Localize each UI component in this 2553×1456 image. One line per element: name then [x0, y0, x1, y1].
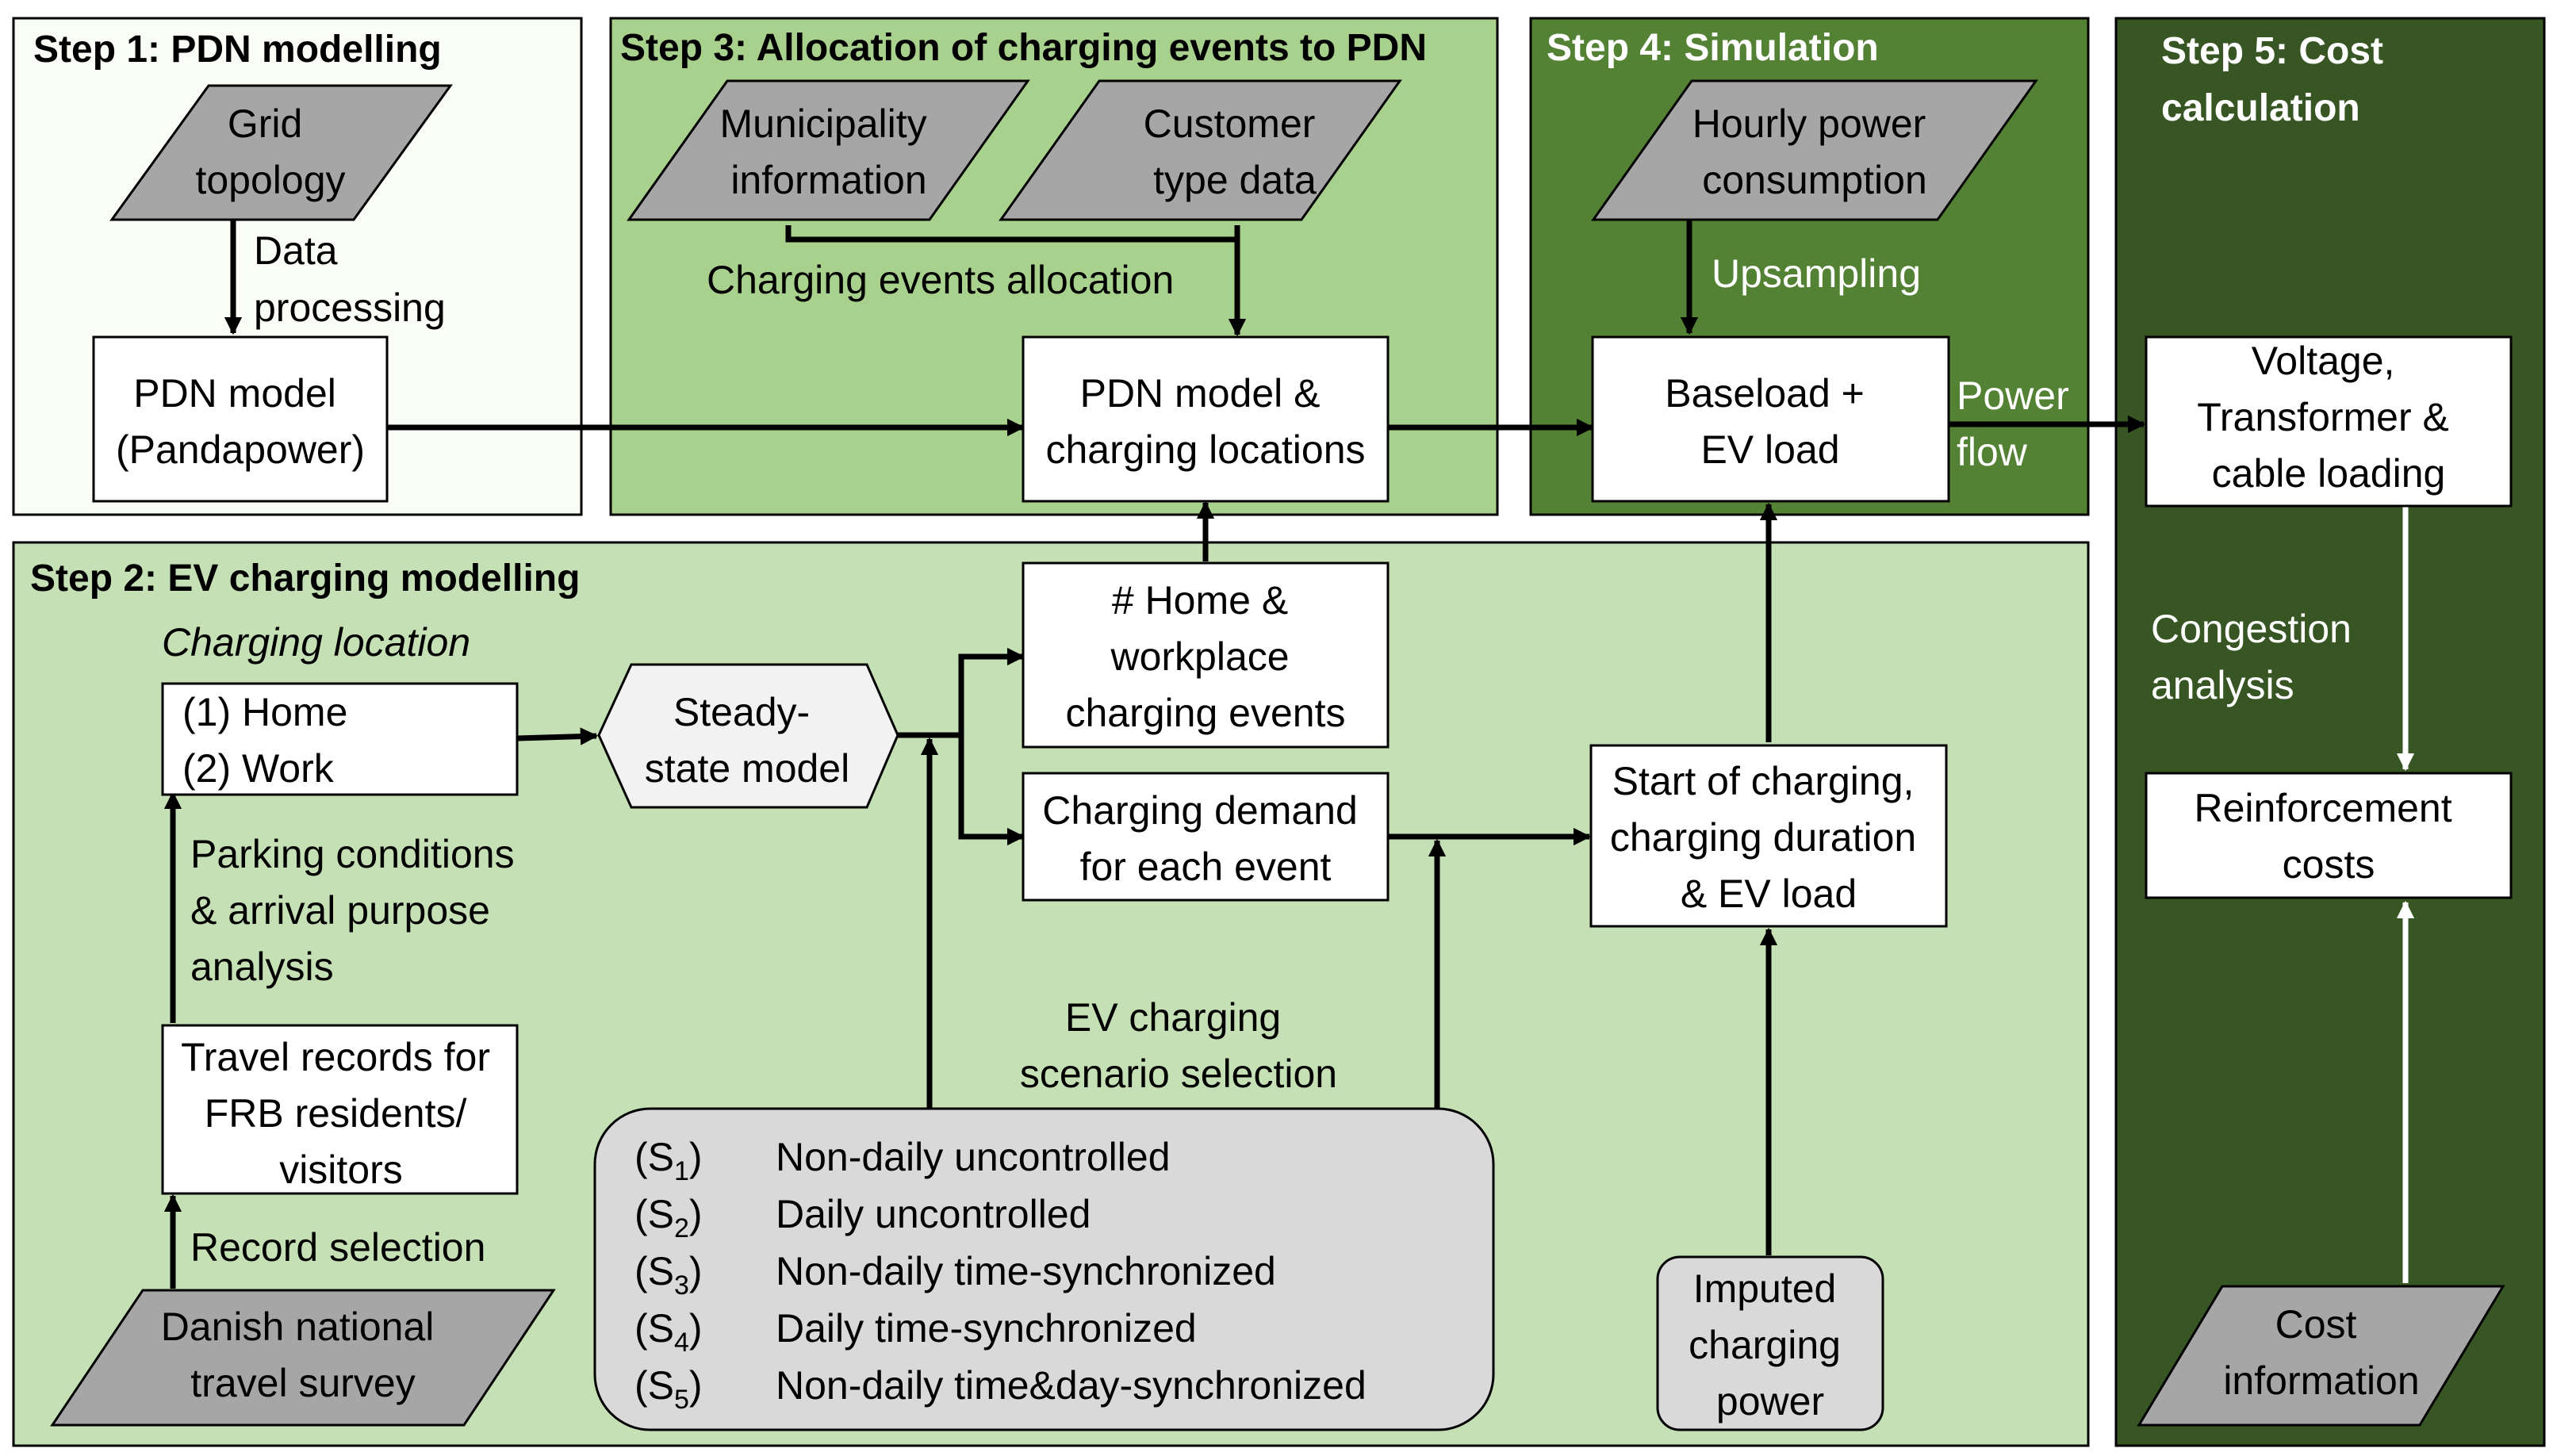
- scenario-list: (S1) Non-daily uncontrolled (S2) Daily unco…: [634, 1135, 1367, 1415]
- ev-scenario-selection-label: EV charging scenario selection: [1020, 995, 1337, 1096]
- step5-title-line2: calculation: [2161, 87, 2360, 129]
- municipality-info-input: [627, 79, 1030, 221]
- scenario-id: (S3): [634, 1249, 703, 1301]
- arrow-homework-to-steady: [516, 727, 599, 745]
- voltage-loading-label: Voltage, Transformer & cable loading: [2197, 339, 2460, 496]
- charging-location-label: Charging location: [162, 620, 470, 665]
- steady-state-model-label: Steady- state model: [645, 690, 849, 791]
- voltage-loading-box: [2145, 335, 2513, 508]
- arrow-steady-to-demand: [958, 733, 1025, 846]
- upsampling-label: Upsampling: [1712, 251, 1921, 296]
- pdn-charging-locations-label: PDN model & charging locations: [1045, 371, 1365, 472]
- step2-title: Step 2: EV charging modelling: [30, 557, 580, 600]
- steady-state-model-node: [597, 663, 899, 809]
- scenario-label: Non-daily time-synchronized: [776, 1249, 1276, 1293]
- arrow-steady-to-events: [958, 647, 1025, 738]
- step1-title: Step 1: PDN modelling: [33, 29, 442, 71]
- scenario-id: (S1): [634, 1135, 703, 1186]
- scenario-label: Daily uncontrolled: [776, 1192, 1091, 1236]
- data-processing-label: Data processing: [254, 228, 446, 330]
- customer-type-input: [999, 79, 1402, 221]
- home-workplace-events-box: [1022, 561, 1390, 749]
- scenario-label: Non-daily time&day-synchronized: [776, 1363, 1367, 1408]
- start-charging-box: [1589, 744, 1948, 928]
- start-charging-label: Start of charging, charging duration & E…: [1610, 759, 1927, 916]
- step5-title: Step 5: Cost calculation: [2161, 30, 2394, 129]
- hourly-power-text: Hourly power consumption: [1692, 102, 1937, 202]
- pdn-model-box: [92, 335, 389, 503]
- travel-records-label: Travel records for FRB residents/ visito…: [181, 1035, 501, 1192]
- cost-info-input: [2137, 1285, 2505, 1427]
- travel-records-box: [161, 1024, 519, 1195]
- scenario-label: Non-daily uncontrolled: [776, 1135, 1171, 1179]
- municipality-info-label: Municipality information: [719, 102, 937, 202]
- scenario-id: (S5): [634, 1363, 703, 1415]
- step4-title: Step 4: Simulation: [1547, 27, 1879, 69]
- scenario-box: [593, 1107, 1495, 1431]
- grid-topology-label: Grid topology: [195, 102, 345, 202]
- parking-conditions-label: Parking conditions & arrival purpose ana…: [190, 832, 525, 989]
- power-flow-label: Power flow: [1957, 374, 2080, 474]
- scenario-label: Daily time-synchronized: [776, 1306, 1197, 1351]
- connector-municipality: [785, 225, 1237, 243]
- danish-survey-label: Danish national travel survey: [161, 1305, 446, 1405]
- home-workplace-events-label: # Home & workplace charging events: [1065, 578, 1345, 735]
- grid-topology-input: [109, 84, 453, 221]
- home-work-box: [161, 682, 519, 796]
- reinforcement-costs-label: Reinforcement costs: [2194, 786, 2463, 887]
- home-work-label: (1) Home (2) Work: [182, 690, 358, 791]
- charging-demand-label: Charging demand for each event: [1042, 788, 1368, 889]
- reinforcement-costs-box: [2145, 772, 2513, 899]
- hourly-power-input: [1591, 79, 2038, 221]
- charging-events-allocation-label: Charging events allocation: [707, 258, 1174, 302]
- scenario-id: (S4): [634, 1306, 703, 1358]
- danish-survey-input: [50, 1289, 556, 1427]
- step3-title: Step 3: Allocation of charging events to…: [620, 27, 1427, 69]
- imputed-power-label: Imputed charging power: [1689, 1266, 1852, 1423]
- step5-panel: [2114, 17, 2546, 1447]
- pdn-model-label: PDN model (Pandapower): [116, 371, 365, 472]
- pdn-charging-locations-box: [1022, 335, 1390, 503]
- charging-demand-box: [1022, 772, 1390, 902]
- scenario-id: (S2): [634, 1192, 703, 1243]
- cost-info-label: Cost information: [2223, 1302, 2419, 1403]
- customer-type-label: Customer type data: [1144, 102, 1327, 202]
- imputed-power-box: [1656, 1255, 1884, 1431]
- record-selection-label: Record selection: [190, 1225, 485, 1270]
- baseload-label: Baseload + EV load: [1665, 371, 1876, 472]
- congestion-analysis-label: Congestion analysis: [2151, 607, 2363, 707]
- baseload-box: [1591, 335, 1950, 503]
- step5-title-line1: Step 5: Cost: [2161, 30, 2383, 72]
